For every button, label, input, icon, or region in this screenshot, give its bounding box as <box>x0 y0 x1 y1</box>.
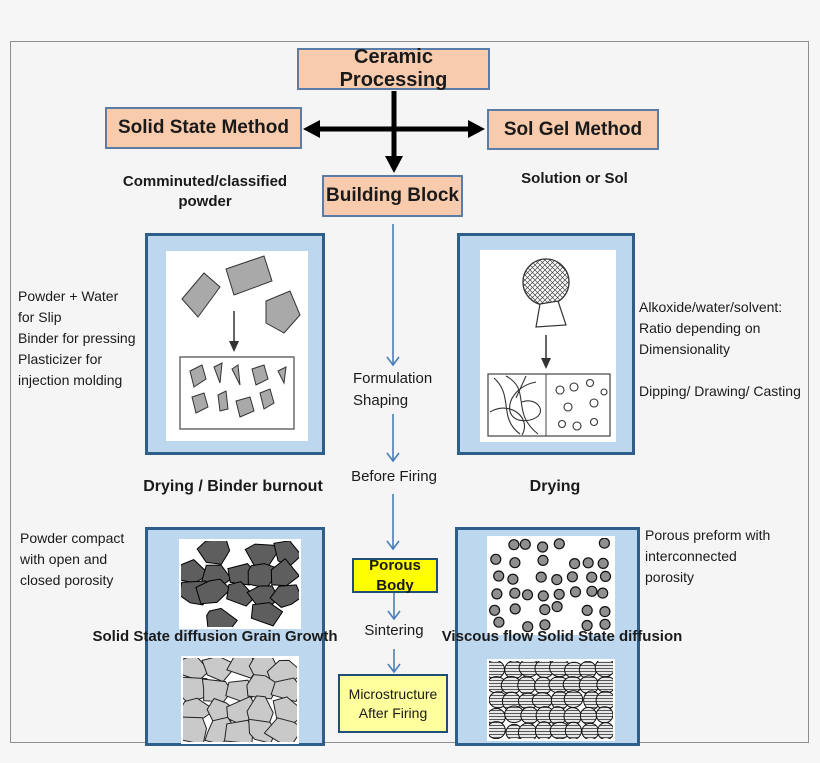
node-porous-body: Porous Body <box>352 557 438 594</box>
label-formulation-shaping: Formulation Shaping <box>353 370 433 409</box>
panel-comminution <box>145 233 325 455</box>
sintered-grains-micrograph <box>183 658 297 742</box>
note-sol-gel-additives: Alkoxide/water/solvent: Ratio depending … <box>639 299 801 399</box>
panel-gelation <box>457 233 635 455</box>
gelation-figure-frame <box>480 250 616 442</box>
node-sol-gel-method: Sol Gel Method <box>487 109 659 150</box>
node-building-block: Building Block <box>322 175 463 217</box>
dense-sintered-micrograph <box>489 661 613 739</box>
powder-compact-micrograph <box>181 541 299 627</box>
label-drying-binder-burnout: Drying / Binder burnout <box>143 478 323 495</box>
down-arrow-icon <box>229 341 239 352</box>
sol-gel-gelation-sketch <box>487 258 611 437</box>
note-porous-preform: Porous preform with interconnected poros… <box>645 527 771 585</box>
node-microstructure-after-firing: Microstructure After Firing <box>338 674 448 733</box>
sphere-packing-micrograph <box>489 538 612 633</box>
note-solid-state-additives: Powder + Water for Slip Binder for press… <box>18 288 136 388</box>
label-comminuted-powder: Comminuted/classified powder <box>122 173 288 211</box>
panel-solid-state-sintering <box>145 527 325 746</box>
compact-figure-frame <box>179 539 301 629</box>
preform-figure-frame <box>487 536 615 635</box>
dense-sintered-figure-frame <box>487 659 615 741</box>
panel-viscous-sintering <box>455 527 640 746</box>
note-powder-compact: Powder compact with open and closed poro… <box>20 530 125 588</box>
node-solid-state-method: Solid State Method <box>105 107 302 149</box>
label-drying: Drying <box>529 478 581 495</box>
node-ceramic-processing: Ceramic Processing <box>297 46 490 91</box>
powder-comminution-sketch <box>179 255 301 430</box>
label-before-firing: Before Firing <box>351 468 437 485</box>
label-solid-state-diffusion-grain-growth: Solid State diffusion Grain Growth <box>92 628 338 645</box>
diagram-border <box>10 41 809 743</box>
grain-growth-figure-frame <box>181 656 299 744</box>
label-viscous-flow-solid-state-diffusion: Viscous flow Solid State diffusion <box>441 628 683 645</box>
comminution-figure-frame <box>166 251 308 441</box>
label-solution-or-sol: Solution or Sol <box>521 170 628 187</box>
down-arrow-icon <box>541 358 551 369</box>
label-sintering: Sintering <box>364 622 424 639</box>
